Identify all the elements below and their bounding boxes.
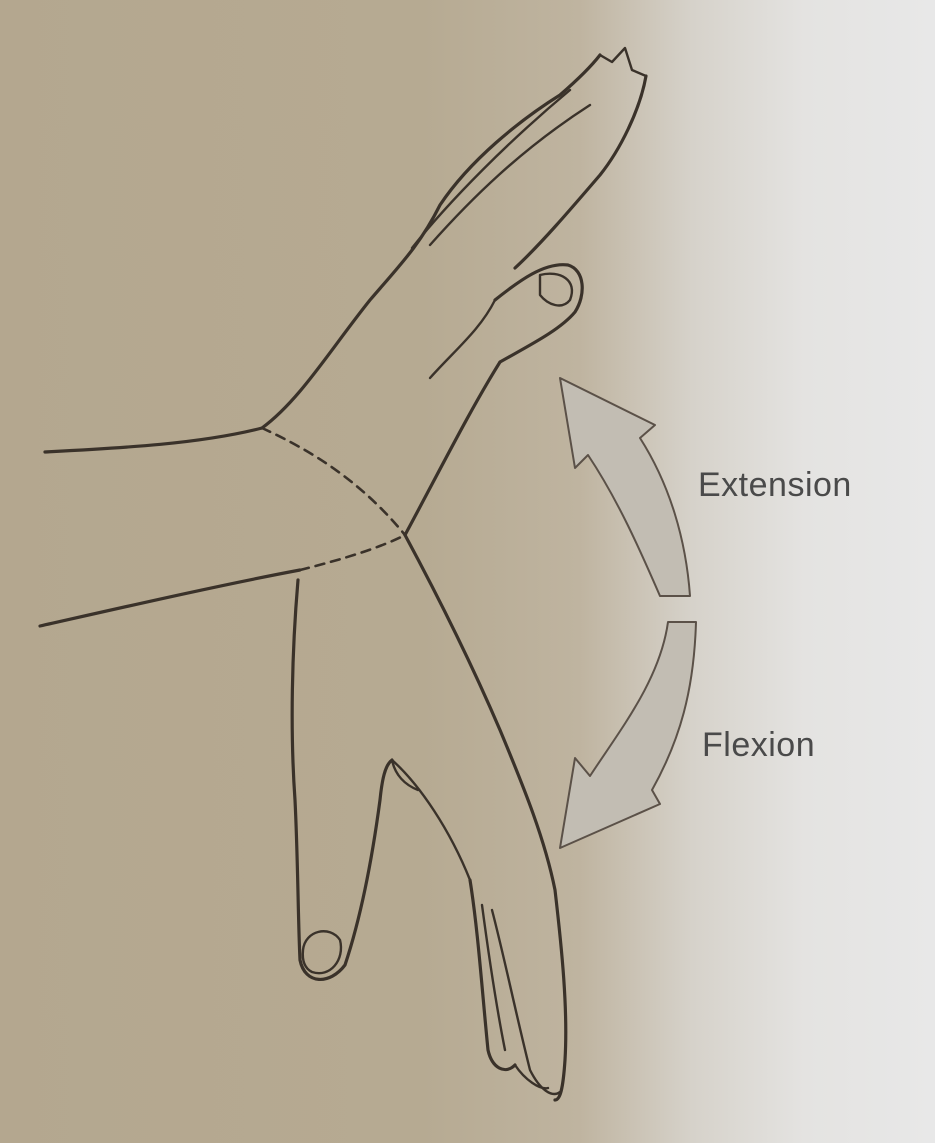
extension-arrow-icon (560, 378, 690, 596)
flexion-label: Flexion (702, 726, 815, 765)
extension-label: Extension (698, 466, 852, 505)
extended-hand (262, 48, 646, 535)
forearm (40, 428, 300, 626)
wrist-line-flexed (300, 535, 405, 570)
flexed-hand (292, 535, 566, 1100)
wrist-line-extended (262, 428, 405, 535)
flexion-arrow-icon (560, 622, 696, 848)
